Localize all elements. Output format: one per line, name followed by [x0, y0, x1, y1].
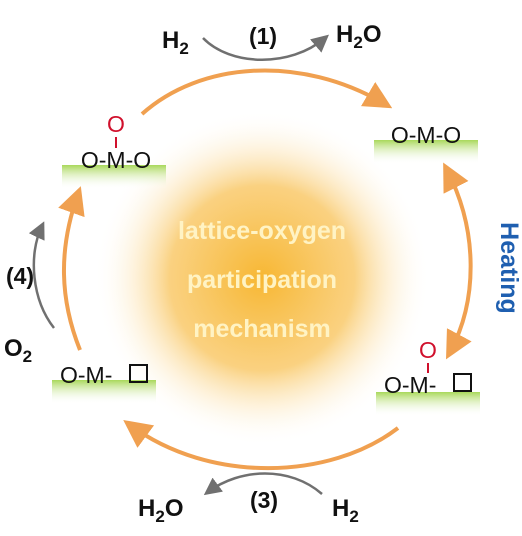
step4-species-sub: 2	[23, 347, 32, 366]
surface-top-left	[62, 165, 166, 189]
surface-bottom-left	[52, 380, 156, 404]
step3-output-sub: 2	[155, 507, 164, 526]
step3-input-h: H	[332, 495, 349, 522]
step1-input: H2	[162, 27, 189, 58]
step3-output-h: H	[138, 495, 155, 522]
vacancy-box-bottom-right	[453, 373, 472, 392]
step1-side-arrow	[202, 34, 329, 61]
step1-input-h: H	[162, 27, 179, 54]
node-top-right-label: O-M-O	[391, 122, 461, 148]
node-top-left-dangling-o: O	[107, 111, 125, 137]
center-label-line1: lattice-oxygen	[178, 217, 346, 245]
step4-label: (4)	[6, 263, 34, 289]
cycle-arrow-left	[58, 186, 85, 351]
node-bottom-right-dangling-o: O	[419, 337, 437, 363]
step1-label: (1)	[249, 23, 277, 49]
step4-species-o: O	[4, 335, 23, 362]
step3-input: H2	[332, 495, 359, 526]
step1-output-tail: O	[363, 21, 382, 48]
center-label-line3: mechanism	[193, 315, 331, 343]
cycle-arrow-bottom	[123, 420, 400, 471]
step4-species: O2	[4, 335, 32, 366]
node-bottom-right-label: O-M-	[384, 372, 436, 398]
cycle-arrow-right	[443, 162, 473, 360]
step1-input-sub: 2	[179, 39, 188, 58]
center-label-line2: participation	[187, 266, 337, 294]
step1-output-sub: 2	[353, 33, 362, 52]
surface-top-right	[374, 140, 478, 164]
step1-output: H2O	[336, 21, 381, 52]
vacancy-box-bottom-left	[129, 364, 148, 383]
step3-output: H2O	[138, 495, 183, 526]
step3-side-arrow	[203, 472, 323, 496]
node-top-left-label: O-M-O	[81, 147, 151, 173]
heating-label: Heating	[495, 222, 522, 314]
step3-input-sub: 2	[349, 507, 358, 526]
step1-output-h: H	[336, 21, 353, 48]
cycle-arrow-top	[140, 68, 393, 116]
node-bottom-left-label: O-M-	[60, 362, 112, 388]
step3-label: (3)	[250, 487, 278, 513]
step3-output-tail: O	[165, 495, 184, 522]
surface-bottom-right	[376, 392, 480, 416]
center-glow	[94, 110, 430, 446]
step4-side-arrow	[28, 221, 55, 329]
